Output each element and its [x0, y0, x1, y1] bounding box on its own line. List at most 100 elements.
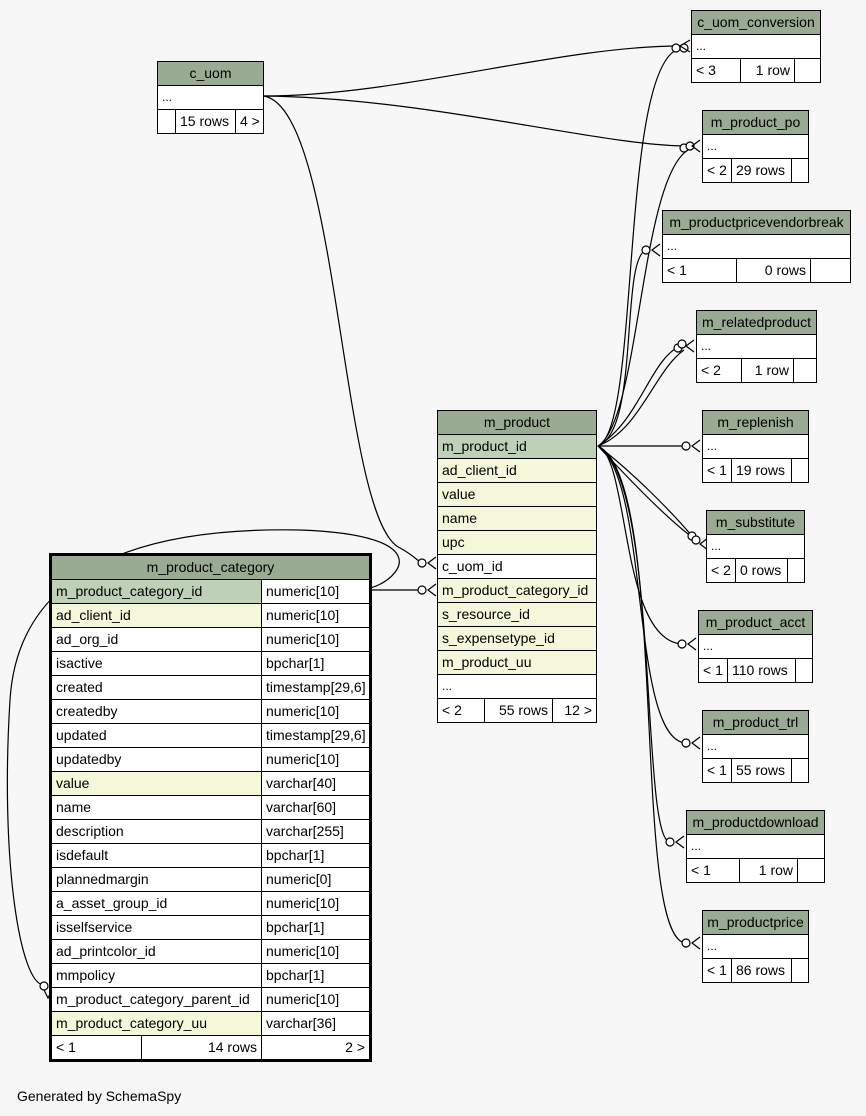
parent-count: < 1: [707, 962, 727, 978]
child-count: [787, 559, 804, 582]
table-m-product[interactable]: m_product m_product_id ad_client_id valu…: [437, 410, 597, 723]
column-name: created: [56, 679, 103, 695]
edge-circle: [681, 738, 691, 748]
ellipsis-row: ...: [691, 839, 702, 853]
child-count: [793, 359, 816, 382]
column-name: ad_org_id: [56, 631, 119, 647]
child-count: [791, 759, 808, 782]
column-type: timestamp[29,6]: [261, 676, 369, 699]
child-count: [791, 959, 808, 982]
edge-product-price: [597, 445, 687, 944]
row-count: 14 rows: [141, 1036, 261, 1059]
crow-foot: [675, 835, 685, 849]
table-m-product-acct[interactable]: m_product_acct ... < 1 110 rows: [698, 610, 813, 683]
edge-c-uom-conversion: [263, 45, 681, 97]
table-m-product-po[interactable]: m_product_po ... < 2 29 rows: [702, 110, 809, 183]
column-name: m_product_category_uu: [56, 1015, 207, 1031]
column-type: varchar[40]: [261, 772, 369, 795]
crow-foot: [691, 736, 701, 750]
parent-count: < 2: [707, 162, 727, 178]
edge-c-uom-product-po: [263, 95, 689, 147]
row-count: 15 rows: [175, 110, 235, 133]
child-count: 2 >: [261, 1036, 369, 1059]
ellipsis-row: ...: [703, 639, 714, 653]
parent-count: < 1: [707, 462, 727, 478]
column-type: numeric[10]: [261, 628, 369, 651]
row-count: 1 row: [741, 359, 793, 382]
crow-foot: [691, 439, 701, 453]
edge-circle: [641, 245, 651, 255]
row-count: 110 rows: [727, 659, 795, 682]
parent-count: [158, 110, 175, 133]
row-count: 19 rows: [731, 459, 791, 482]
edge-product-substitute-a: [597, 445, 693, 537]
table-m-substitute[interactable]: m_substitute ... < 2 0 rows: [706, 510, 805, 583]
row-count: 1 row: [740, 59, 794, 82]
child-count: [794, 59, 820, 82]
row-count: 0 rows: [736, 259, 810, 282]
table-title: m_product_acct: [699, 611, 812, 635]
edge-product-relatedproduct-a: [597, 345, 681, 447]
edge-product-pricevendorbreak: [597, 249, 647, 447]
table-m-replenish[interactable]: m_replenish ... < 1 19 rows: [702, 410, 809, 483]
child-count: [791, 159, 808, 182]
parent-count: < 2: [711, 562, 731, 578]
table-title: c_uom: [158, 62, 263, 86]
child-count: [810, 259, 850, 282]
table-m-product-category[interactable]: m_product_category m_product_category_id…: [49, 553, 372, 1062]
edge-circle: [679, 43, 689, 53]
crow-foot: [691, 936, 701, 950]
parent-count: < 1: [707, 762, 727, 778]
column-name: isselfservice: [56, 919, 133, 935]
column-name: name: [442, 510, 478, 526]
column-name: description: [56, 823, 124, 839]
column-name: m_product_category_id: [56, 583, 203, 599]
column-name: isdefault: [56, 847, 109, 863]
table-m-relatedproduct[interactable]: m_relatedproduct ... < 2 1 row: [696, 310, 817, 383]
column-name: isactive: [56, 655, 103, 671]
table-c-uom-conversion[interactable]: c_uom_conversion ... < 3 1 row: [691, 10, 821, 83]
column-name: value: [442, 486, 476, 502]
column-name: plannedmargin: [56, 871, 149, 887]
edge-circle: [417, 585, 427, 595]
crow-foot: [691, 139, 701, 153]
edge-circle: [417, 558, 427, 568]
table-m-productdownload[interactable]: m_productdownload ... < 1 1 row: [686, 810, 825, 883]
edge-product-relatedproduct-b: [597, 349, 685, 447]
column-type: numeric[10]: [261, 748, 369, 771]
table-title: m_product_trl: [703, 711, 808, 735]
column-name: m_product_uu: [442, 654, 532, 670]
child-count: 12 >: [552, 699, 596, 722]
column-name: mmpolicy: [56, 967, 116, 983]
table-title: m_productpricevendorbreak: [663, 211, 850, 235]
column-type: timestamp[29,6]: [261, 724, 369, 747]
parent-count: < 1: [691, 862, 711, 878]
crow-foot: [427, 583, 437, 597]
column-name: m_product_category_id: [442, 582, 589, 598]
edge-circle: [671, 43, 681, 53]
child-count: [797, 859, 824, 882]
ellipsis-row: ...: [442, 679, 453, 693]
table-title: m_productprice: [703, 911, 808, 935]
table-m-product-trl[interactable]: m_product_trl ... < 1 55 rows: [702, 710, 809, 783]
column-name: updated: [56, 727, 107, 743]
table-m-productprice[interactable]: m_productprice ... < 1 86 rows: [702, 910, 809, 983]
column-type: numeric[10]: [261, 892, 369, 915]
table-m-productpricevendorbreak[interactable]: m_productpricevendorbreak ... < 1 0 rows: [662, 210, 851, 283]
edge-circle: [677, 339, 687, 349]
parent-count: < 1: [667, 262, 687, 278]
edge-circle: [39, 981, 49, 991]
table-title: m_replenish: [703, 411, 808, 435]
column-type: numeric[10]: [261, 604, 369, 627]
column-type: bpchar[1]: [261, 916, 369, 939]
edge-product-po: [597, 149, 689, 447]
child-count: [795, 659, 812, 682]
column-type: bpchar[1]: [261, 652, 369, 675]
table-title: m_substitute: [707, 511, 804, 535]
table-c-uom[interactable]: c_uom ... 15 rows 4 >: [157, 61, 264, 134]
ellipsis-row: ...: [696, 39, 707, 53]
generated-by-credit: Generated by SchemaSpy: [17, 1088, 182, 1104]
column-name: updatedby: [56, 751, 122, 767]
table-title: c_uom_conversion: [692, 11, 820, 35]
column-type: numeric[10]: [261, 988, 369, 1011]
